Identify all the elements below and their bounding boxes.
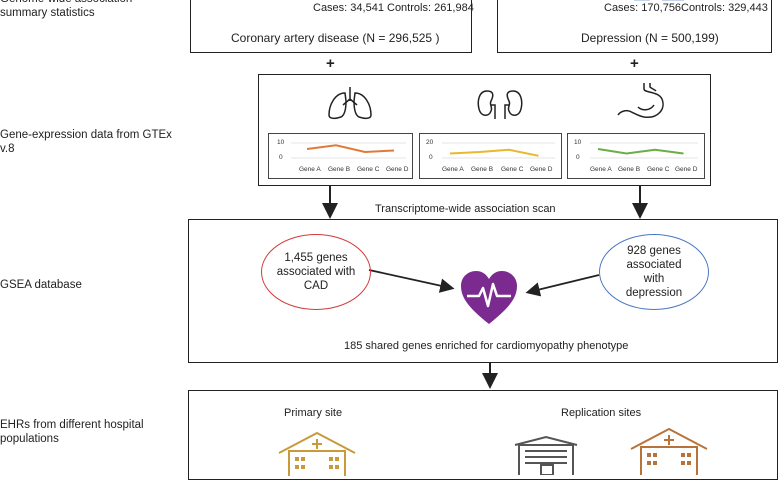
gene-label: Gene A — [590, 166, 612, 173]
cad-genes-ellipse: 1,455 genes associated with CAD — [261, 234, 371, 310]
kidney-icon — [475, 87, 525, 126]
connector-arrows — [322, 186, 648, 389]
label-gsea: GSEA database — [0, 279, 82, 291]
expression-panel-kidney: 20 0 Gene A Gene B Gene C Gene D — [419, 133, 562, 179]
stomach-icon — [614, 81, 668, 126]
plus-cad: + — [326, 55, 335, 72]
dep-title: Depression (N = 500,199) — [581, 31, 719, 45]
gsea-arrows — [368, 269, 600, 297]
twas-label: Transcriptome-wide association scan — [375, 203, 556, 215]
panel-ymax: 10 — [574, 139, 582, 146]
label-gwas: Genome-wide association summary statisti… — [0, 0, 132, 19]
panel-ymax: 10 — [277, 139, 285, 146]
expression-line — [597, 148, 684, 155]
panel-ymin: 0 — [429, 154, 433, 161]
gene-label: Gene D — [386, 166, 409, 173]
gsea-box: 1,455 genes associated with CAD 928 gene… — [188, 219, 778, 363]
label-ehr: EHRs from different hospital populations — [0, 419, 144, 445]
gtex-box: 10 0 Gene A Gene B Gene C Gene D 20 0 Ge… — [258, 74, 711, 186]
hospital-icon-primary — [277, 431, 357, 481]
plus-depression: + — [630, 55, 639, 72]
dep-genes-text: 928 genes associated with depression — [625, 245, 683, 299]
expression-chart-lung — [291, 142, 406, 159]
ehr-box: Primary site Replication sites — [188, 390, 778, 481]
cad-cases: Cases: 34,541 — [313, 2, 384, 14]
dep-controls: Controls: 329,443 — [681, 2, 768, 14]
gene-label: Gene B — [328, 166, 351, 173]
gwas-depression-box: Cases: 170,756 Controls: 329,443 Depress… — [497, 0, 772, 53]
gene-label: Gene A — [442, 166, 464, 173]
cad-genes-text: 1,455 genes associated with CAD — [276, 252, 356, 292]
arrow-cad-to-heart — [368, 269, 455, 293]
gene-label: Gene C — [357, 166, 380, 173]
panel-ymax: 20 — [426, 139, 434, 146]
dep-cases: Cases: 170,756 — [604, 2, 682, 14]
shared-genes-text: 185 shared genes enriched for cardiomyop… — [344, 340, 629, 352]
gene-label: Gene C — [501, 166, 524, 173]
gene-label: Gene A — [299, 166, 321, 173]
heart-icon — [459, 270, 519, 331]
gene-label: Gene C — [647, 166, 670, 173]
dep-genes-ellipse: 928 genes associated with depression — [599, 234, 709, 310]
expression-panel-stomach: 10 0 Gene A Gene B Gene C Gene D — [567, 133, 705, 179]
label-gtex: Gene-expression data from GTEx v.8 — [0, 129, 172, 155]
cad-title: Coronary artery disease (N = 296,525 ) — [231, 31, 440, 45]
gwas-cad-box: Cases: 34,541 Controls: 261,984 Coronary… — [190, 0, 474, 53]
expression-chart-stomach — [590, 142, 698, 159]
expression-line — [449, 148, 539, 157]
primary-site-label: Primary site — [284, 407, 343, 419]
cad-controls: Controls: 261,984 — [387, 2, 474, 14]
expression-panel-lung: 10 0 Gene A Gene B Gene C Gene D — [268, 133, 413, 179]
expression-line — [306, 144, 395, 154]
hospital-icon-replication — [629, 427, 709, 480]
expression-chart-kidney — [442, 142, 555, 159]
gene-label: Gene D — [675, 166, 698, 173]
lung-icon — [325, 85, 375, 126]
arrow-dep-to-heart — [525, 274, 600, 297]
gene-label: Gene D — [530, 166, 553, 173]
panel-ymin: 0 — [279, 154, 283, 161]
gene-label: Gene B — [618, 166, 641, 173]
gene-label: Gene B — [471, 166, 494, 173]
panel-ymin: 0 — [576, 154, 580, 161]
building-icon-replication — [511, 435, 581, 480]
replication-sites-label: Replication sites — [561, 407, 642, 419]
